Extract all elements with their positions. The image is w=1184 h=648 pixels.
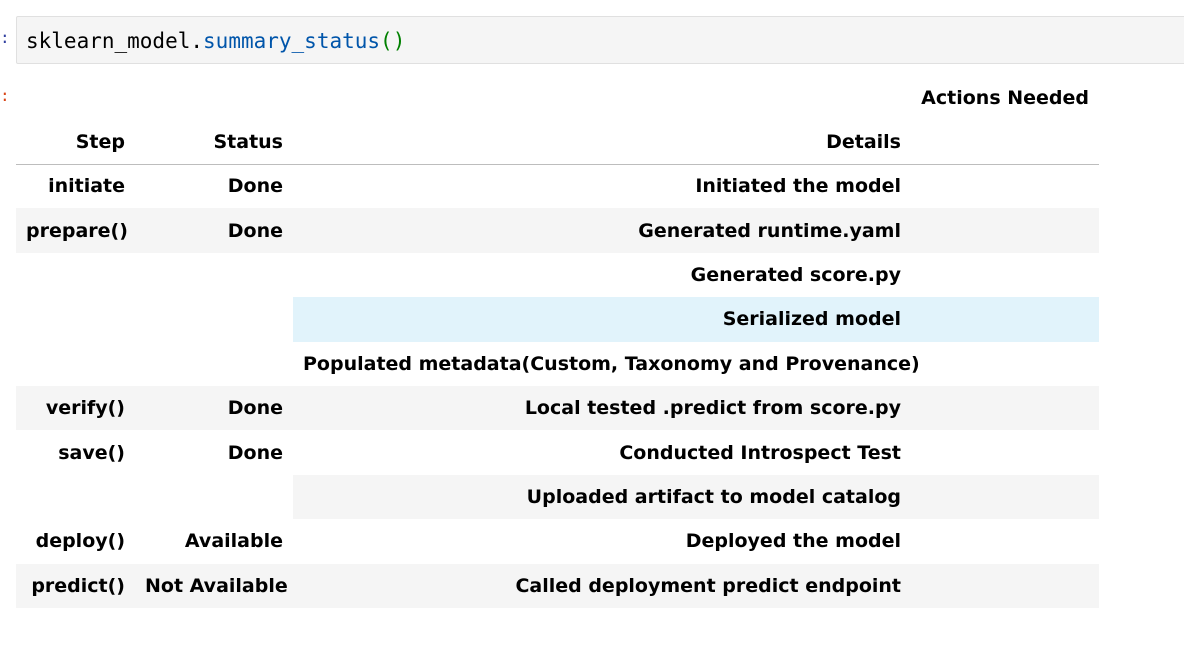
cell-details: Called deployment predict endpoint bbox=[293, 563, 911, 608]
cell-status bbox=[135, 474, 293, 520]
table-super-header-row: Actions Needed bbox=[16, 76, 1099, 120]
cell-action bbox=[911, 474, 1099, 520]
table-row: deploy() Available Deployed the model bbox=[16, 519, 1099, 564]
cell-status bbox=[135, 297, 293, 342]
cell-details: Serialized model bbox=[293, 297, 911, 342]
code-cell-input[interactable]: sklearn_model.summary_status() bbox=[16, 16, 1184, 64]
table-row: Serialized model bbox=[16, 297, 1099, 342]
cell-status bbox=[135, 252, 293, 298]
header-details: Details bbox=[293, 120, 911, 165]
cell-details: Populated metadata(Custom, Taxonomy and … bbox=[293, 341, 920, 386]
cell-step: initiate bbox=[16, 164, 135, 209]
cell-details: Conducted Introspect Test bbox=[293, 430, 911, 475]
cell-action bbox=[911, 430, 1099, 475]
cell-step: save() bbox=[16, 430, 135, 475]
cell-status: Done bbox=[135, 208, 293, 253]
cell-action bbox=[911, 519, 1099, 564]
cell-step bbox=[16, 341, 135, 386]
header-blank bbox=[293, 76, 911, 120]
header-status: Status bbox=[135, 120, 293, 165]
cell-status: Done bbox=[135, 385, 293, 431]
code-line: sklearn_model.summary_status() bbox=[26, 28, 405, 54]
table-header-row: Step Status Details bbox=[16, 120, 1099, 165]
cell-details: Initiated the model bbox=[293, 164, 911, 209]
table-row: save() Done Conducted Introspect Test bbox=[16, 430, 1099, 475]
cell-details: Generated score.py bbox=[293, 252, 911, 298]
cell-details: Deployed the model bbox=[293, 519, 911, 564]
cell-details: Generated runtime.yaml bbox=[293, 208, 911, 253]
cell-step: deploy() bbox=[16, 519, 135, 564]
cell-status: Not Available bbox=[135, 563, 293, 608]
cell-step: predict() bbox=[16, 563, 135, 608]
table-row: Uploaded artifact to model catalog bbox=[16, 474, 1099, 520]
table-row: initiate Done Initiated the model bbox=[16, 164, 1099, 209]
table-row: Populated metadata(Custom, Taxonomy and … bbox=[16, 341, 1099, 386]
header-step: Step bbox=[16, 120, 135, 165]
cell-action bbox=[911, 341, 1099, 386]
cell-status: Done bbox=[135, 430, 293, 475]
header-blank bbox=[135, 76, 293, 120]
cell-details: Uploaded artifact to model catalog bbox=[293, 474, 911, 520]
code-method: summary_status bbox=[203, 29, 381, 53]
header-actions-needed: Actions Needed bbox=[921, 87, 1089, 109]
cell-action bbox=[911, 164, 1099, 209]
table-row: Generated score.py bbox=[16, 252, 1099, 298]
header-blank bbox=[911, 120, 1099, 165]
cell-details: Local tested .predict from score.py bbox=[293, 385, 911, 431]
code-parens: () bbox=[380, 29, 406, 53]
output-prompt-marker: : bbox=[0, 86, 10, 105]
table-row: prepare() Done Generated runtime.yaml bbox=[16, 208, 1099, 253]
cell-step bbox=[16, 297, 135, 342]
cell-action bbox=[911, 252, 1099, 298]
header-blank bbox=[16, 76, 135, 120]
cell-action bbox=[911, 208, 1099, 253]
cell-step: verify() bbox=[16, 385, 135, 431]
cell-action bbox=[911, 385, 1099, 431]
input-prompt-marker: : bbox=[0, 28, 10, 47]
code-dot: . bbox=[190, 29, 204, 53]
table-row: predict() Not Available Called deploymen… bbox=[16, 563, 1099, 608]
cell-status bbox=[135, 341, 293, 386]
cell-step bbox=[16, 252, 135, 298]
cell-action bbox=[911, 563, 1099, 608]
table-row: verify() Done Local tested .predict from… bbox=[16, 385, 1099, 431]
summary-status-table: Actions Needed Step Status Details initi… bbox=[16, 76, 1099, 608]
cell-status: Done bbox=[135, 164, 293, 209]
cell-step: prepare() bbox=[16, 208, 135, 253]
cell-step bbox=[16, 474, 135, 520]
cell-status: Available bbox=[135, 519, 293, 564]
cell-action bbox=[911, 297, 1099, 342]
code-object: sklearn_model bbox=[26, 29, 191, 53]
